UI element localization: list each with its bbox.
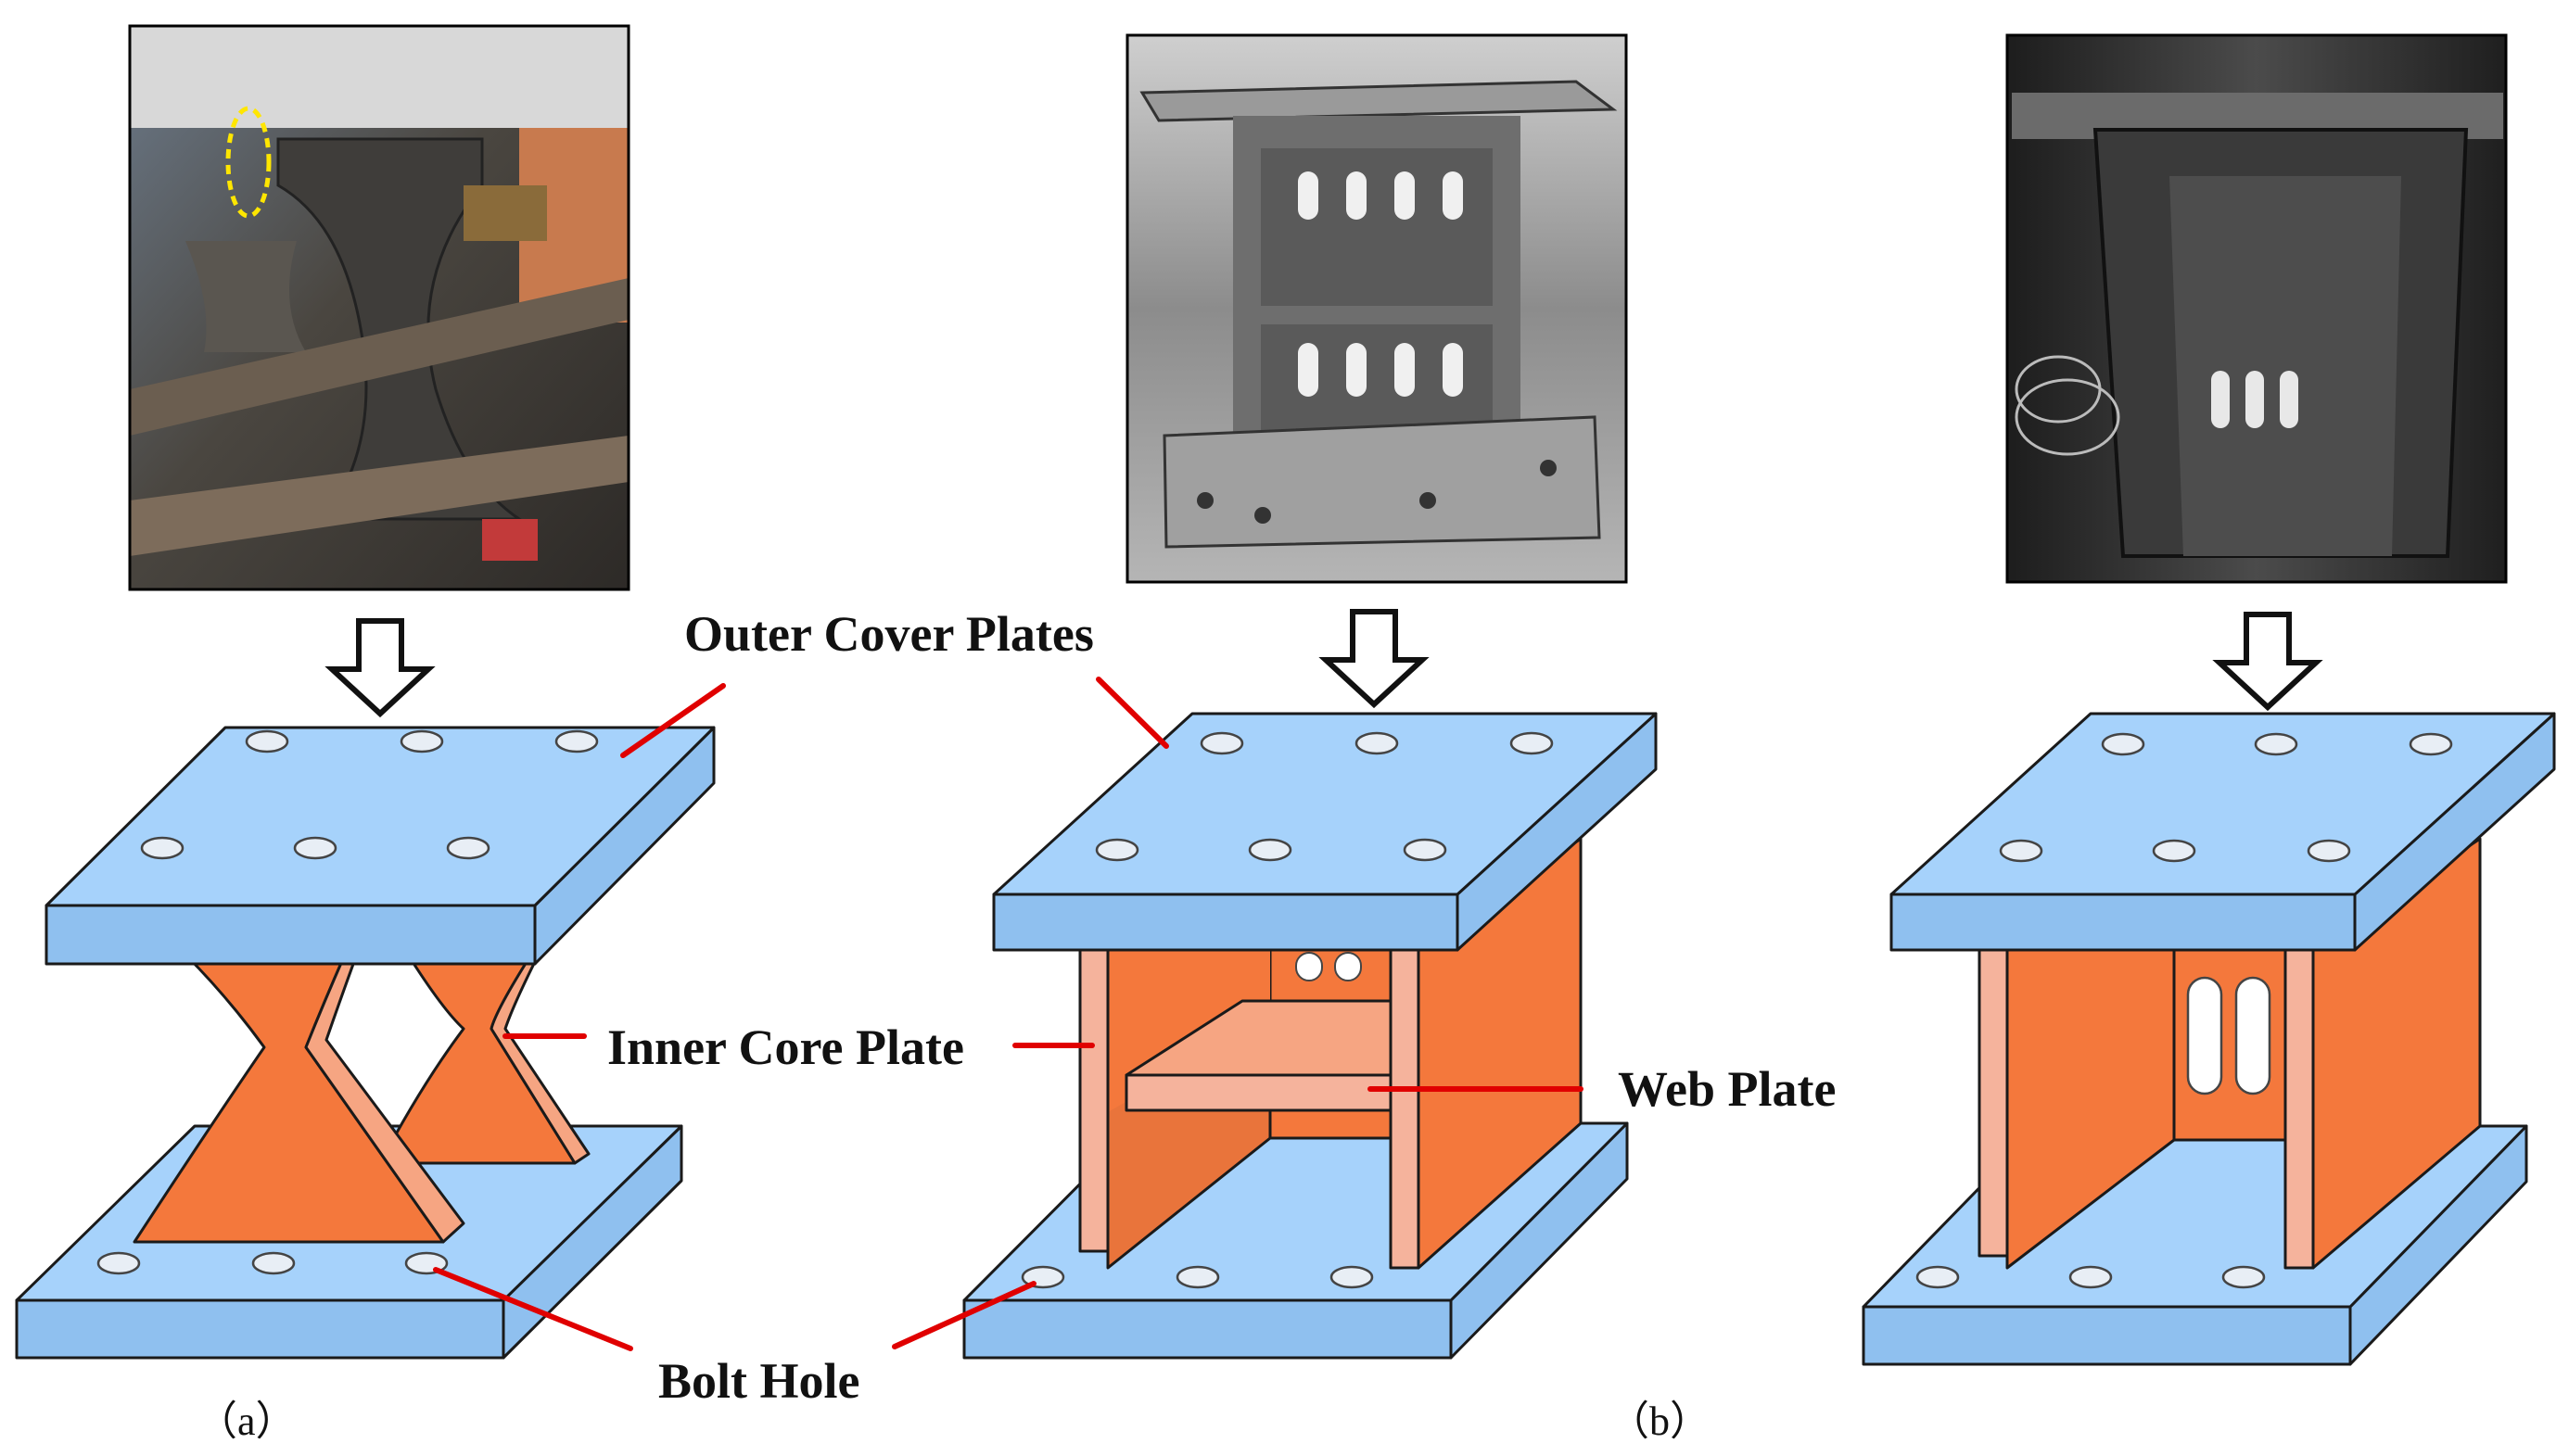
bolt-hole — [1248, 838, 1292, 862]
core-plate-back — [378, 953, 577, 1165]
bolt-hole — [2221, 1265, 2266, 1289]
down-arrow-icon-c — [2212, 612, 2323, 712]
bottom-plate-b — [962, 1298, 1453, 1360]
photo-b — [1126, 33, 1628, 584]
bolt-hole — [1403, 838, 1447, 862]
bolt-hole — [1999, 839, 2043, 863]
outer-cover-plates-label: Outer Cover Plates — [684, 606, 1094, 662]
bolt-hole — [2152, 839, 2196, 863]
caption-b: （b） — [1609, 1399, 1711, 1444]
bolt-hole — [1176, 1265, 1220, 1289]
inner-core-plate-label: Inner Core Plate — [607, 1019, 964, 1075]
bolt-hole — [2101, 732, 2145, 756]
bolt-hole — [96, 1251, 141, 1275]
photo-a — [128, 24, 630, 591]
leader-bolt-hole-a — [433, 1267, 633, 1351]
bottom-plate-a — [15, 1298, 505, 1360]
top-plate-a-face — [45, 726, 716, 907]
bolt-hole — [1354, 731, 1399, 755]
bolt-hole — [1915, 1265, 1960, 1289]
bolt-hole — [1509, 731, 1554, 755]
web-plate-label: Web Plate — [1618, 1061, 1836, 1117]
leader-bolt-hole-b — [892, 1281, 1037, 1349]
diagram-b — [962, 712, 1658, 1360]
top-plate-c — [1889, 893, 2357, 952]
leader-outer-cover-a — [620, 683, 726, 758]
bolt-hole — [400, 729, 444, 753]
down-arrow-icon-b — [1318, 609, 1430, 709]
core-plate-front — [133, 953, 445, 1244]
bolt-hole — [554, 729, 599, 753]
bolt-hole — [2254, 732, 2298, 756]
bottom-plate-c — [1862, 1305, 2352, 1366]
bolt-hole — [245, 729, 289, 753]
photo-c — [2005, 33, 2508, 584]
bolt-hole — [293, 836, 337, 860]
diagram-a — [15, 726, 716, 1360]
bolt-hole — [2409, 732, 2453, 756]
top-plate-b — [992, 893, 1459, 952]
bolt-hole — [1095, 838, 1139, 862]
bolt-hole-label: Bolt Hole — [658, 1353, 859, 1409]
bolt-hole — [1200, 731, 1244, 755]
top-plate-b-face — [992, 712, 1658, 896]
top-plate-a — [45, 904, 537, 966]
top-plate-c-face — [1889, 712, 2556, 896]
leader-outer-cover-b — [1096, 677, 1169, 749]
bolt-hole — [446, 836, 490, 860]
diagram-c — [1862, 712, 2556, 1366]
caption-a: （a） — [197, 1399, 297, 1444]
bolt-hole — [2307, 839, 2351, 863]
bolt-hole — [1329, 1265, 1374, 1289]
bolt-hole — [140, 836, 184, 860]
bolt-hole — [251, 1251, 296, 1275]
down-arrow-icon-a — [324, 618, 436, 718]
bolt-hole — [2068, 1265, 2113, 1289]
